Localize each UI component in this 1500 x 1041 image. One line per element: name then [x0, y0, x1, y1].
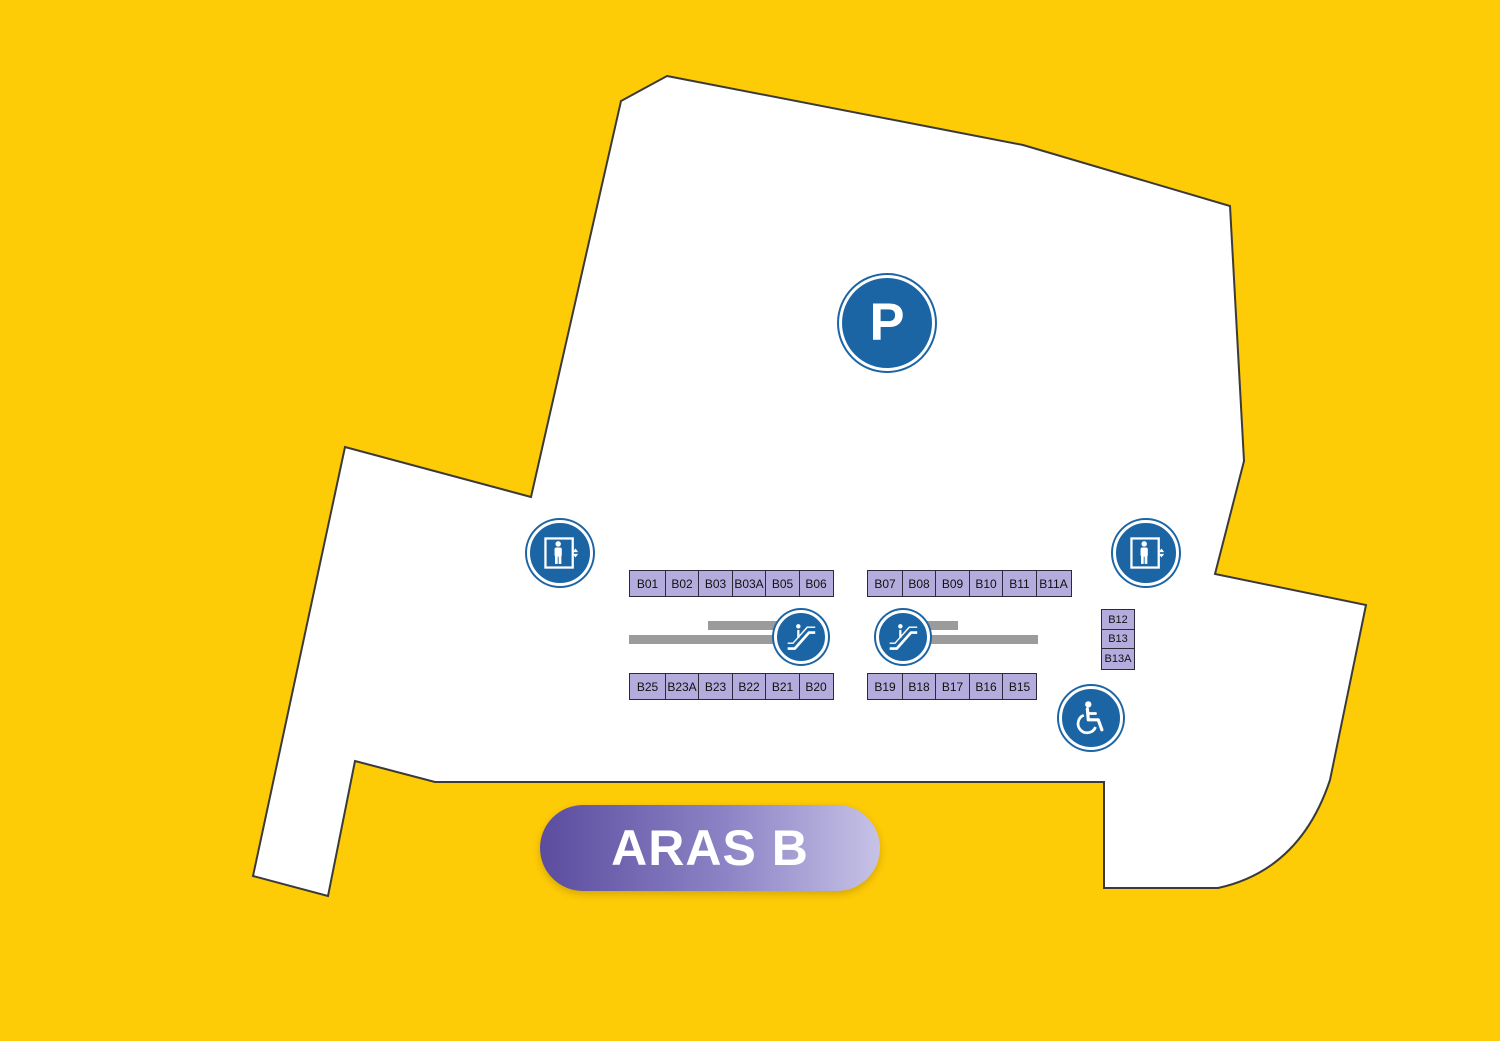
escalator-rail: [903, 621, 958, 630]
shop-unit-b13a[interactable]: B13A: [1101, 648, 1135, 670]
shop-unit-b12[interactable]: B12: [1101, 609, 1135, 630]
shop-unit-b21[interactable]: B21: [765, 673, 800, 700]
parking-icon[interactable]: P: [839, 275, 935, 371]
shop-unit-b01[interactable]: B01: [629, 570, 666, 597]
shop-unit-b03[interactable]: B03: [698, 570, 733, 597]
shop-unit-b08[interactable]: B08: [901, 570, 937, 597]
shop-unit-b10[interactable]: B10: [968, 570, 1004, 597]
shop-unit-b03a[interactable]: B03A: [731, 570, 767, 597]
shop-unit-b09[interactable]: B09: [935, 570, 970, 597]
floor-label: ARAS B: [540, 805, 880, 891]
shop-unit-b05[interactable]: B05: [765, 570, 800, 597]
shop-unit-b02[interactable]: B02: [664, 570, 700, 597]
shop-unit-b11[interactable]: B11: [1002, 570, 1037, 597]
shop-unit-b17[interactable]: B17: [935, 673, 970, 700]
shop-unit-b23a[interactable]: B23A: [664, 673, 700, 700]
shop-unit-b11a[interactable]: B11A: [1035, 570, 1072, 597]
shop-unit-b19[interactable]: B19: [867, 673, 903, 700]
shop-unit-b22[interactable]: B22: [731, 673, 767, 700]
shop-unit-b06[interactable]: B06: [798, 570, 834, 597]
shop-unit-b20[interactable]: B20: [798, 673, 834, 700]
shop-unit-b25[interactable]: B25: [629, 673, 666, 700]
escalator-rail: [708, 621, 802, 630]
shop-unit-b18[interactable]: B18: [901, 673, 937, 700]
shop-unit-b15[interactable]: B15: [1002, 673, 1037, 700]
escalator-icon[interactable]: [876, 610, 930, 664]
escalator-rail: [903, 635, 1038, 644]
shop-unit-b13[interactable]: B13: [1101, 628, 1135, 650]
wheelchair-icon[interactable]: [1059, 686, 1123, 750]
escalator-rail: [629, 635, 802, 644]
shop-unit-b16[interactable]: B16: [968, 673, 1004, 700]
shop-unit-b23[interactable]: B23: [698, 673, 733, 700]
parking-letter: P: [869, 293, 904, 352]
escalator-icon[interactable]: [774, 610, 828, 664]
lift-icon[interactable]: [527, 520, 593, 586]
lift-icon[interactable]: [1113, 520, 1179, 586]
shop-unit-b07[interactable]: B07: [867, 570, 903, 597]
